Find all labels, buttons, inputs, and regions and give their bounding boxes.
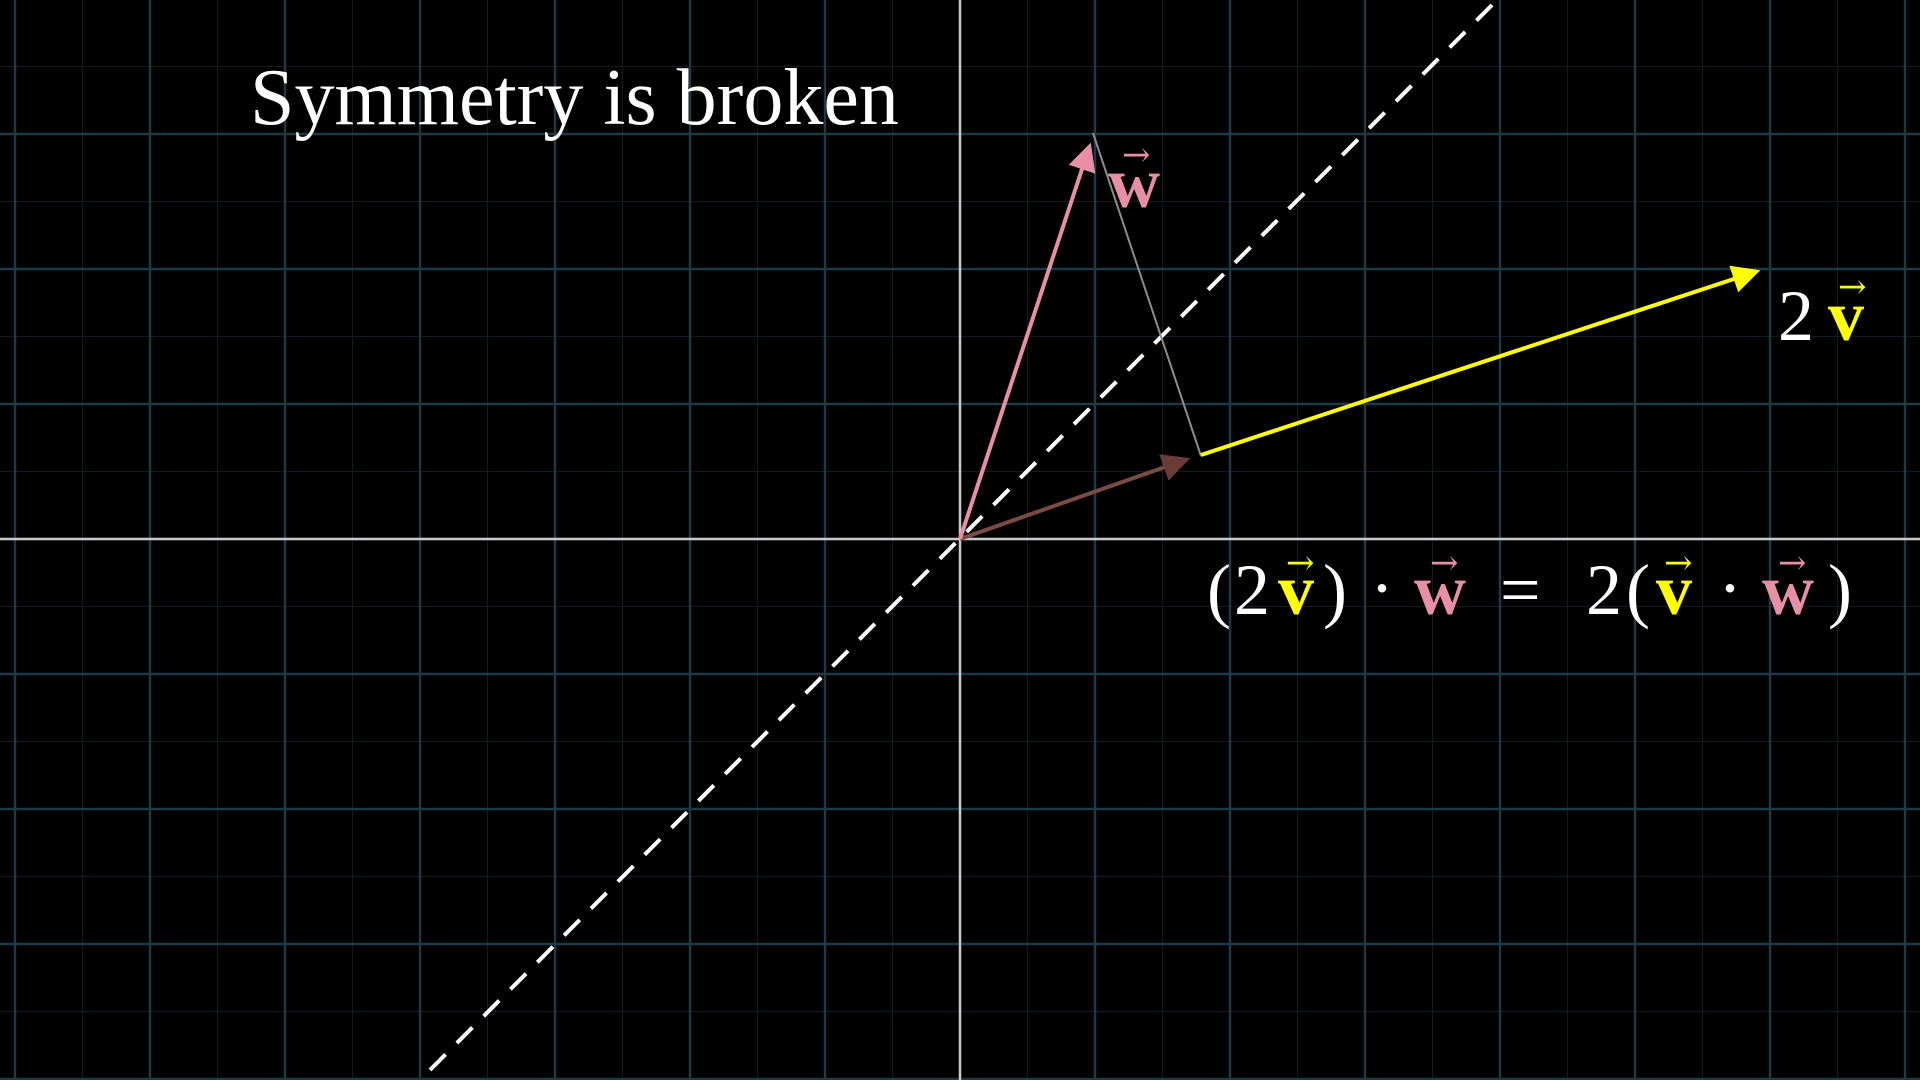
- equation-close-paren2: ): [1828, 550, 1852, 630]
- w-label-arrow: →: [1122, 135, 1151, 175]
- two-v-label-arrow: →: [1838, 267, 1867, 307]
- equation-v: v: [1278, 550, 1314, 630]
- v-vector-original: [959, 454, 1191, 541]
- page-title: Symmetry is broken: [250, 54, 899, 142]
- two-v-label: 2 v →: [1778, 267, 1867, 356]
- equation-coef2: 2: [1586, 550, 1622, 630]
- dashed-line: [423, 3, 1494, 1077]
- equation-w-arrow: →: [1430, 543, 1459, 583]
- equation-w2: w: [1762, 550, 1814, 630]
- equation-w: w: [1414, 550, 1466, 630]
- w-label-symbol: w: [1108, 143, 1160, 223]
- equation-open-paren2: (: [1626, 550, 1650, 630]
- equation-coef: 2: [1234, 550, 1270, 630]
- equation-v2-arrow: →: [1664, 543, 1693, 583]
- equation-equals: =: [1500, 550, 1541, 630]
- w-vector: [958, 142, 1096, 540]
- equation-w2-arrow: →: [1778, 543, 1807, 583]
- equation-close-paren: ): [1323, 550, 1347, 630]
- equation-dot: ·: [1370, 548, 1394, 628]
- equation: ( 2 v → ) · w → = 2 ( v → · w → ): [1207, 543, 1852, 630]
- projection-line: [1092, 132, 1202, 457]
- two-v-vector: [1200, 265, 1761, 457]
- equation-v-arrow: →: [1286, 543, 1315, 583]
- two-v-label-coefficient: 2: [1778, 276, 1814, 356]
- two-v-label-symbol: v: [1828, 276, 1864, 356]
- equation-dot2: ·: [1718, 548, 1742, 628]
- equation-open-paren: (: [1207, 550, 1231, 630]
- w-label: w →: [1108, 135, 1160, 223]
- equation-v2: v: [1656, 550, 1692, 630]
